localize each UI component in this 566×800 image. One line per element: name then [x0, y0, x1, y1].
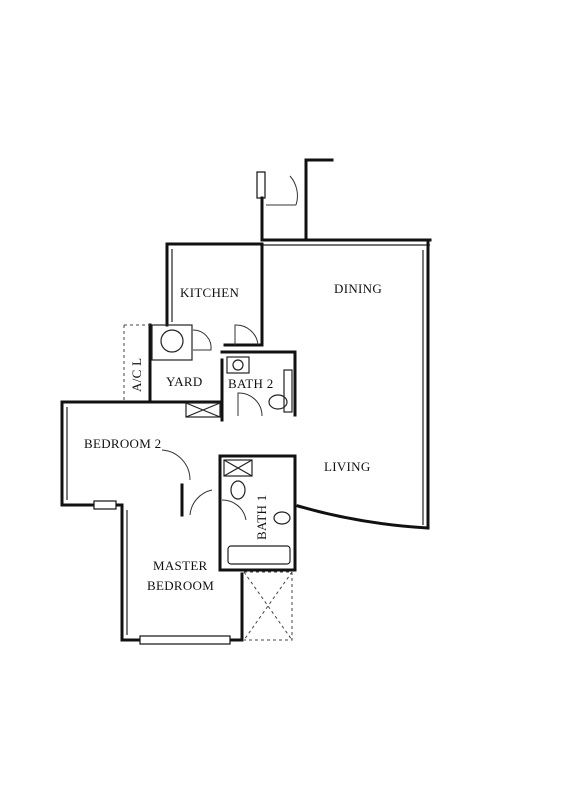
label-yard: YARD [166, 374, 203, 389]
yard [123, 323, 224, 422]
bath-2 [220, 350, 297, 417]
bath2-door-swing [237, 392, 263, 417]
label-bath-1: BATH 1 [254, 495, 269, 541]
bath1-cabinet-cross [223, 459, 253, 477]
bath2-walls [220, 350, 297, 417]
entrance [256, 158, 334, 242]
label-dining: DINING [334, 281, 382, 296]
yard-cabinet [185, 402, 221, 418]
kitchen [165, 242, 264, 351]
bath1-walls [218, 454, 297, 572]
bedroom-2 [60, 400, 191, 517]
master-bedroom-door-swing [189, 489, 213, 516]
main-door-swing [266, 175, 298, 206]
ac-ledge-outline [123, 324, 150, 403]
label-bedroom-2: BEDROOM 2 [84, 436, 161, 451]
label-master-line2: BEDROOM [147, 578, 214, 593]
master-bedroom [120, 489, 293, 645]
label-master-line1: MASTER [153, 558, 208, 573]
bedroom2-walls [60, 400, 152, 507]
label-kitchen: KITCHEN [180, 285, 239, 300]
kitchen-door-swing [234, 324, 259, 346]
entrance-wall-right [304, 158, 334, 242]
bath2-toilet [268, 394, 288, 410]
kitchen-walls [165, 242, 264, 347]
label-living: LIVING [324, 459, 371, 474]
living-curved-edge [296, 504, 430, 530]
label-bath-2: BATH 2 [228, 376, 274, 391]
bedroom2-window [93, 500, 117, 510]
washing-machine-drum [160, 329, 184, 353]
bath1-bathtub [227, 545, 291, 565]
washing-machine [151, 324, 193, 361]
bedroom2-door-swing [161, 449, 191, 481]
bath-1 [218, 454, 297, 572]
bath1-cabinet [223, 459, 253, 477]
yard-walls [148, 323, 224, 404]
entrance-column [256, 171, 266, 199]
bath2-shower-edge [283, 369, 293, 413]
bath1-basin [273, 511, 291, 525]
yard-door-swing [192, 329, 212, 351]
bath1-door-swing [221, 499, 247, 521]
bath1-toilet [230, 480, 246, 500]
master-bedroom-wardrobe [243, 571, 293, 641]
bath2-basin [226, 356, 250, 374]
label-ac-ledge: A/C L [129, 358, 144, 392]
yard-cabinet-cross [185, 402, 221, 418]
bath2-basin-bowl [232, 359, 244, 371]
master-bedroom-window [139, 635, 231, 645]
